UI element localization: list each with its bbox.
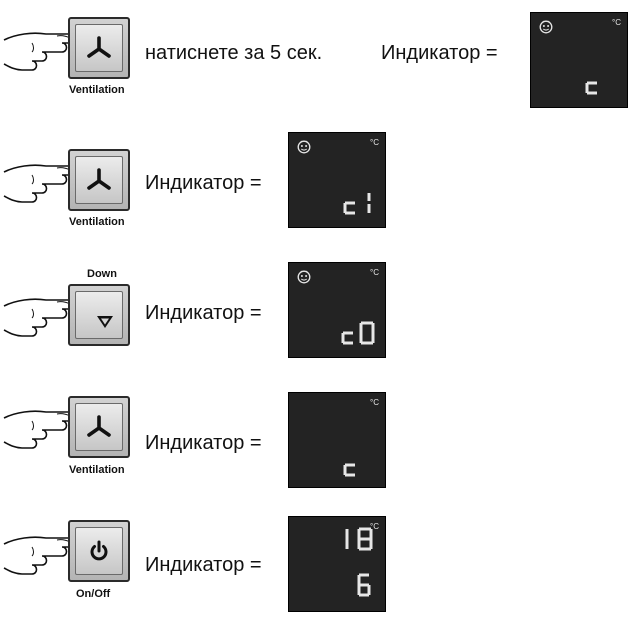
button-top-label: Down [87, 268, 117, 280]
display-row2 [339, 319, 383, 349]
indicator-display: °C [288, 516, 386, 612]
unit-label: °C [612, 18, 621, 27]
on-off-button[interactable] [68, 520, 130, 582]
display-row2 [341, 453, 371, 479]
down-button[interactable] [68, 284, 130, 346]
button-label: Ventilation [69, 216, 125, 228]
unit-label: °C [370, 268, 379, 277]
indicator-label: Индикатор = [145, 302, 262, 324]
fan-icon [87, 415, 111, 437]
unit-label: °C [370, 522, 379, 531]
smiley-icon [297, 140, 311, 154]
indicator-display: °C [288, 262, 386, 358]
step-1: Ventilation натиснете за 5 сек. Индикато… [0, 0, 630, 110]
ventilation-button[interactable] [68, 149, 130, 211]
step-4: Ventilation Индикатор = °C [0, 388, 630, 498]
button-label: On/Off [76, 588, 111, 600]
indicator-display: °C [530, 12, 628, 108]
button-label: Ventilation [69, 464, 125, 476]
display-row2 [355, 571, 381, 601]
down-arrow-icon [97, 316, 113, 328]
fan-icon [87, 36, 111, 58]
indicator-label: Индикатор = [381, 42, 498, 64]
smiley-icon [539, 20, 553, 34]
indicator-display: °C [288, 392, 386, 488]
action-text: натиснете за 5 сек. [145, 42, 323, 64]
unit-label: °C [370, 398, 379, 407]
power-icon [90, 540, 108, 561]
display-row2 [583, 71, 613, 97]
indicator-label: Индикатор = [145, 432, 262, 454]
unit-label: °C [370, 138, 379, 147]
step-3: Down Индикатор = °C [0, 262, 630, 372]
indicator-display: °C [288, 132, 386, 228]
display-row2 [341, 189, 381, 219]
ventilation-button[interactable] [68, 17, 130, 79]
display-row1 [341, 525, 381, 555]
smiley-icon [297, 270, 311, 284]
button-label: Ventilation [69, 84, 125, 96]
step-2: Ventilation Индикатор = °C [0, 132, 630, 242]
indicator-label: Индикатор = [145, 554, 262, 576]
indicator-label: Индикатор = [145, 172, 262, 194]
fan-icon [87, 168, 111, 190]
ventilation-button[interactable] [68, 396, 130, 458]
step-5: On/Off Индикатор = °C [0, 512, 630, 622]
